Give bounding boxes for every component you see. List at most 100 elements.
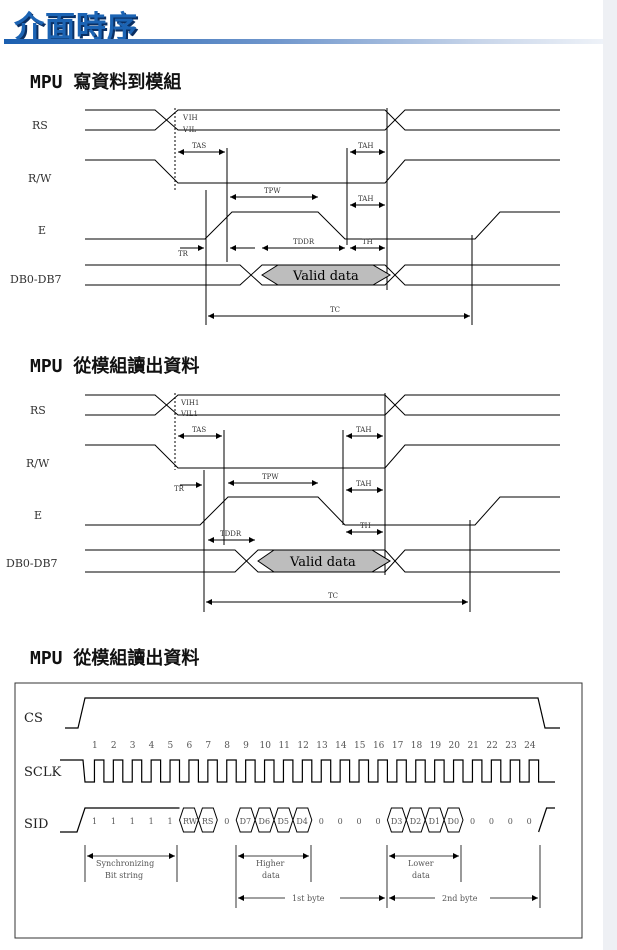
sid-bit-label: 0 [508,817,513,826]
sid-bit-label: 0 [357,817,362,826]
signal-label-db: DB0-DB7 [10,273,62,286]
sid-bit-label: 0 [224,817,229,826]
clock-number: 17 [392,741,404,751]
valid-data-label: Valid data [289,555,356,570]
sid-bit-label: 1 [149,817,154,826]
sid-bit-label: D0 [448,817,460,826]
annotation-byte1: 1st byte [292,894,325,903]
annotation-byte2: 2nd byte [442,894,478,903]
clock-number: 8 [224,741,230,751]
signal-label-sid: SID [24,817,48,832]
sid-bit-label: D4 [296,817,308,826]
tr-label: TR [174,485,185,493]
write-timing-diagram: RS R/W E DB0-DB7 V IH V IL TAS TAH TPW T… [10,108,560,325]
sid-bit-label: 0 [489,817,494,826]
annotation-higher-2: data [262,871,280,880]
tc-label: TC [328,592,338,600]
serial-diagram-frame [14,682,583,939]
signal-label-cs: CS [24,711,43,726]
sid-bit-label: 1 [168,817,173,826]
sid-bit-label: RS [202,817,214,826]
cs-waveform [65,697,560,729]
clock-number: 1 [92,741,98,751]
clock-number: 23 [505,741,517,751]
sid-bit-label: D1 [429,817,441,826]
signal-label-e: E [38,224,46,237]
sid-bit-label: 0 [527,817,532,826]
tc-label: TC [330,306,340,314]
sid-bit-cell [443,807,464,833]
sclk-waveform [60,759,555,783]
read-timing-diagram: RS R/W E DB0-DB7 VIH1 VIL1 TAS TAH TPW T… [6,393,560,612]
sid-bit-label: 1 [111,817,116,826]
annotation-sync: Synchronizing [96,859,154,868]
sid-bit-label: RW [183,817,198,826]
clock-number: 7 [205,741,211,751]
clock-number: 9 [243,741,249,751]
vil-label: VIL1 [180,410,198,418]
tpw-label: TPW [264,187,281,195]
clock-number: 15 [354,741,366,751]
section-heading-write: MPU 寫資料到模組 [30,72,182,93]
signal-label-rw: R/W [28,172,52,185]
clock-number: 16 [373,741,385,751]
sid-bit-label: 0 [375,817,380,826]
tah-label-1: TAH [356,426,371,434]
clock-number: 13 [316,741,328,751]
section-heading-read: MPU 從模組讀出資料 [30,356,200,377]
signal-label-sclk: SCLK [24,765,61,780]
clock-number: 20 [449,741,461,751]
signal-label-db: DB0-DB7 [6,557,58,570]
signal-label-rs: RS [32,119,48,132]
clock-number: 6 [186,741,192,751]
sid-bit-label: D6 [259,817,271,826]
annotation-lower: Lower [408,859,434,868]
vih-label: V IH [182,114,198,122]
signal-label-e: E [34,509,42,522]
sid-bit-label: 1 [92,817,97,826]
vil-label: V IL [182,126,197,134]
signal-label-rs: RS [30,404,46,417]
clock-number: 10 [260,741,272,751]
clock-number: 24 [524,741,536,751]
annotation-lower-2: data [412,871,430,880]
sid-bit-cell [197,807,218,833]
clock-number: 12 [297,741,308,751]
sid-bit-label: 0 [470,817,475,826]
sid-bit-label: 0 [338,817,343,826]
clock-number: 2 [111,741,117,751]
clock-number: 11 [278,741,289,751]
clock-number: 18 [411,741,423,751]
sid-bit-label: D7 [240,817,252,826]
valid-data-label: Valid data [292,269,359,284]
sid-bit-cell [292,807,313,833]
right-margin-strip [603,0,617,950]
th-label: TH [360,522,371,530]
tah-label-2: TAH [356,480,371,488]
clock-number: 14 [335,741,347,751]
vih-label: VIH1 [180,399,199,407]
tah-label-2: TAH [358,195,373,203]
sid-bit-label: D3 [391,817,403,826]
tas-label: TAS [192,142,206,150]
sid-bit-label: D5 [277,817,289,826]
clock-number: 3 [130,741,136,751]
annotation-sync-2: Bit string [105,871,143,880]
sid-waveform [60,807,180,833]
tah-label-1: TAH [358,142,373,150]
th-label: TH [362,238,373,246]
annotation-higher: Higher [256,859,285,868]
tr-label: TR [178,250,189,258]
clock-number: 21 [467,741,478,751]
sid-bit-label: 0 [319,817,324,826]
clock-number: 4 [149,741,155,751]
page-title: 介面時序 [14,10,138,45]
sid-bit-label: 1 [130,817,135,826]
section-heading-serial: MPU 從模組讀出資料 [30,648,200,669]
tddr-label: TDDR [293,238,315,246]
tddr-label: TDDR [220,530,242,538]
title-underline [4,39,603,44]
signal-label-rw: R/W [26,457,50,470]
tpw-label: TPW [262,473,279,481]
